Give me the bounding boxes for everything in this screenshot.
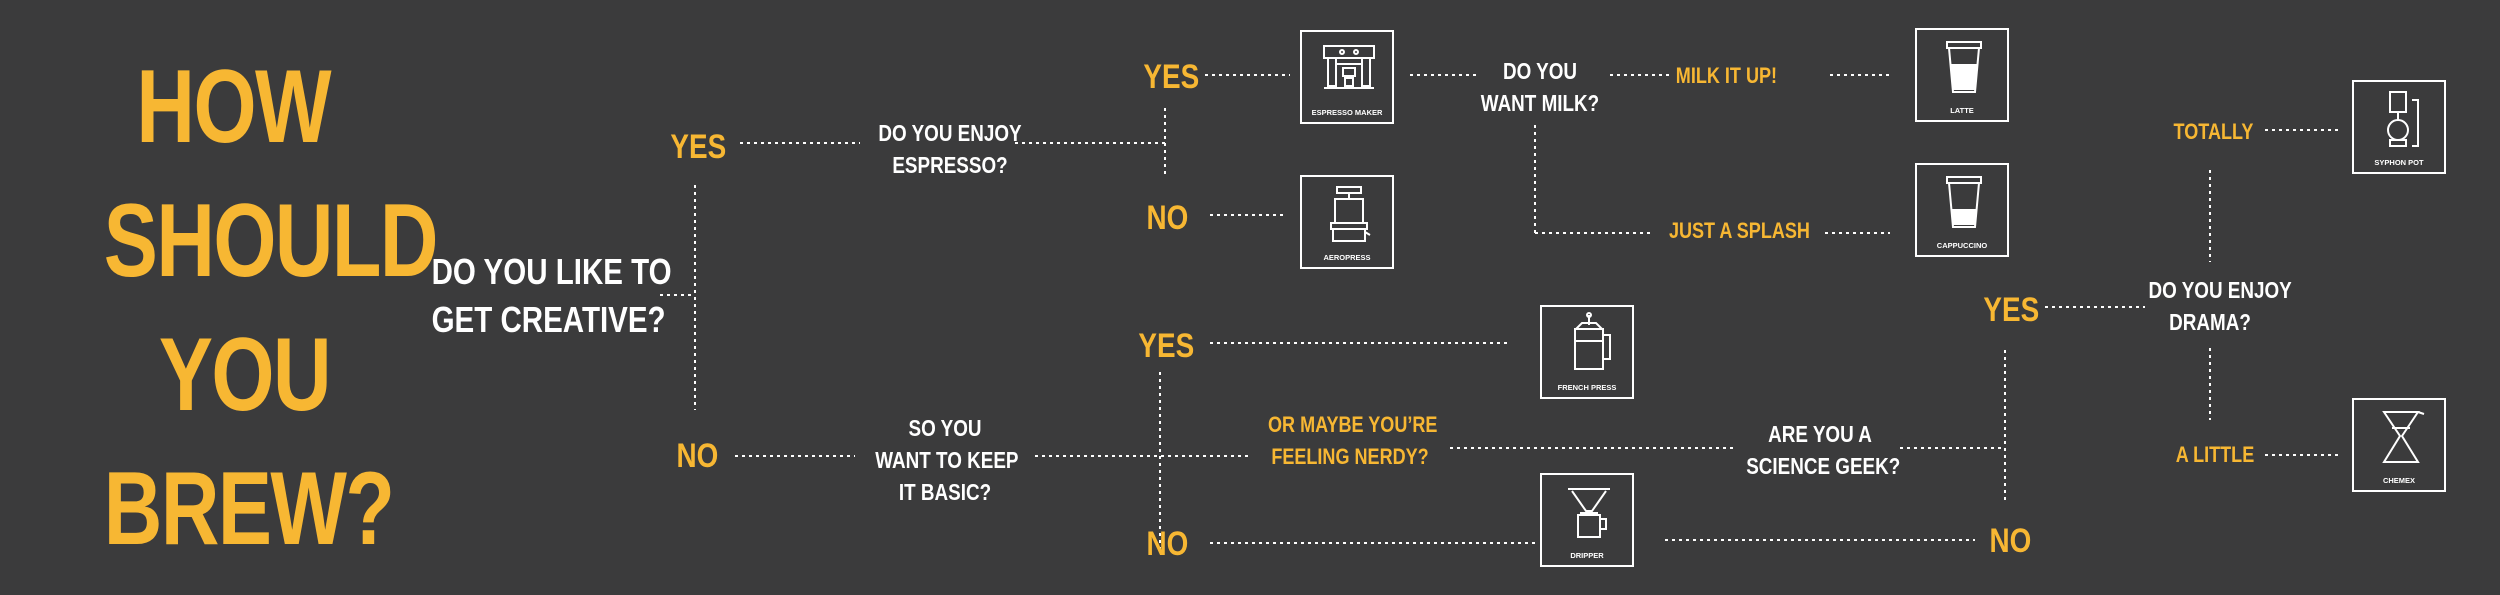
result-aeropress-label: AEROPRESS xyxy=(1323,253,1371,262)
latte-cup-icon xyxy=(1946,41,1982,93)
question-geek: ARE YOU A SCIENCE GEEK? xyxy=(1746,418,1901,482)
question-creative-line-1: DO YOU LIKE TO xyxy=(431,251,672,292)
question-drama-line-1: DO YOU ENJOY xyxy=(2148,277,2292,303)
question-espresso-line-2: ESPRESSO? xyxy=(892,152,1008,178)
result-cappuccino-label: CAPPUCCINO xyxy=(1936,241,1988,250)
result-dripper-label: DRIPPER xyxy=(1570,551,1604,560)
syphon-pot-icon xyxy=(2387,91,2419,147)
result-latte-label: LATTE xyxy=(1950,106,1974,115)
answer-a-little: A LITTLE xyxy=(2175,442,2255,467)
result-aeropress: AEROPRESS xyxy=(1300,175,1394,269)
question-geek-line-2: SCIENCE GEEK? xyxy=(1746,453,1901,479)
answer-just-a-splash: JUST A SPLASH xyxy=(1668,218,1810,243)
answer-yes-basic: YES xyxy=(1138,327,1195,365)
question-basic-line-1: SO YOU xyxy=(908,415,982,441)
question-basic: SO YOU WANT TO KEEP IT BASIC? xyxy=(875,412,1019,508)
question-drama-line-2: DRAMA? xyxy=(2169,309,2251,335)
question-creative-line-2: GET CREATIVE? xyxy=(431,299,666,340)
answer-yes-espresso: YES xyxy=(1143,58,1200,96)
result-french-press-label: FRENCH PRESS xyxy=(1557,383,1617,392)
answer-no-creative: NO xyxy=(676,437,719,475)
title-line-1: HOW xyxy=(136,49,331,165)
french-press-icon xyxy=(1574,312,1611,370)
answer-no-basic: NO xyxy=(1146,525,1189,563)
espresso-machine-icon xyxy=(1323,45,1375,89)
aeropress-icon xyxy=(1330,186,1371,242)
question-milk: DO YOU WANT MILK? xyxy=(1474,55,1605,119)
answer-milk-it-up: MILK IT UP! xyxy=(1675,63,1778,88)
question-creative: DO YOU LIKE TO GET CREATIVE? xyxy=(431,248,672,344)
result-cappuccino: CAPPUCCINO xyxy=(1915,163,2009,257)
question-milk-line-2: WANT MILK? xyxy=(1480,90,1600,116)
question-espresso: DO YOU ENJOY ESPRESSO? xyxy=(876,117,1024,181)
result-chemex-label: CHEMEX xyxy=(2382,476,2416,485)
result-espresso-maker: ESPRESSO MAKER xyxy=(1300,30,1394,124)
result-latte: LATTE xyxy=(1915,28,2009,122)
result-syphon-pot: SYPHON POT xyxy=(2352,80,2446,174)
result-espresso-maker-label: ESPRESSO MAKER xyxy=(1311,108,1383,117)
cappuccino-cup-icon xyxy=(1946,176,1982,228)
result-chemex: CHEMEX xyxy=(2352,398,2446,492)
result-dripper: DRIPPER xyxy=(1540,473,1634,567)
answer-totally: TOTALLY xyxy=(2173,119,2254,144)
question-drama: DO YOU ENJOY DRAMA? xyxy=(2148,274,2292,338)
question-milk-line-1: DO YOU xyxy=(1502,58,1578,84)
result-french-press: FRENCH PRESS xyxy=(1540,305,1634,399)
question-nerdy: OR MAYBE YOU’RE FEELING NERDY? xyxy=(1268,409,1438,473)
answer-yes-geek: YES xyxy=(1983,291,2040,329)
question-geek-line-1: ARE YOU A xyxy=(1768,421,1872,447)
question-nerdy-line-2: FEELING NERDY? xyxy=(1271,444,1429,469)
question-basic-line-3: IT BASIC? xyxy=(898,479,992,505)
question-basic-line-2: WANT TO KEEP xyxy=(875,447,1019,473)
question-nerdy-line-1: OR MAYBE YOU’RE xyxy=(1268,412,1438,437)
answer-no-geek: NO xyxy=(1989,522,2032,560)
answer-no-espresso: NO xyxy=(1146,199,1189,237)
title-line-3: YOU xyxy=(158,317,332,433)
result-syphon-pot-label: SYPHON POT xyxy=(2374,158,2424,167)
answer-yes-creative: YES xyxy=(670,128,727,166)
dripper-icon xyxy=(1568,488,1610,538)
question-espresso-line-1: DO YOU ENJOY xyxy=(878,120,1022,146)
chemex-icon xyxy=(2382,411,2425,463)
